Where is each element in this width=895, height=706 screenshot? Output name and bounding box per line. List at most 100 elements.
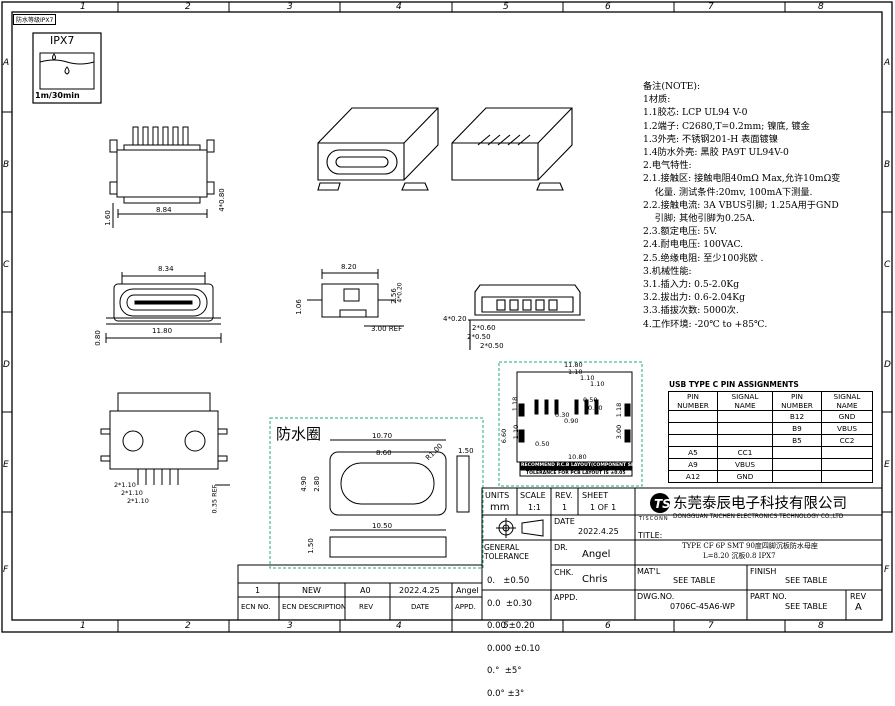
col-label: 7 (708, 621, 714, 631)
dim-label: 10.80 (568, 453, 587, 461)
note-line: 2.4.耐电电压: 100VAC. (643, 239, 744, 251)
dim-label: 1.06 (294, 299, 303, 315)
dim-label: 2.80 (312, 476, 321, 492)
dim-label: 0.30 (555, 411, 570, 419)
rev-row-cell: NEW (302, 586, 321, 595)
top-view (109, 126, 215, 228)
note-line: 3.1.插入力: 0.5-2.0Kg (643, 279, 740, 291)
table-header: SIGNAL NAME (821, 391, 873, 411)
rev-header: DATE (411, 603, 430, 611)
table-cell: B5 (772, 434, 822, 447)
dr-label: DR. (554, 543, 568, 552)
iso-view-3 (468, 284, 585, 350)
col-label: 4 (396, 621, 402, 631)
dim-label: 2*0.50 (480, 342, 504, 350)
iso-view-2 (451, 107, 573, 191)
col-label: 8 (818, 2, 824, 12)
row-label: C (884, 260, 891, 270)
table-cell: GND (821, 410, 873, 423)
dim-label: 1.10 (568, 368, 583, 376)
dim-label: 1.10 (580, 374, 595, 382)
col-label: 1 (80, 621, 86, 631)
dim-label: 4*0.20 (396, 282, 404, 303)
title-line2: L=8.20 沉板0.8 IPX7 (703, 552, 776, 560)
tolerance-line: 0.000 ±0.10 (487, 643, 541, 654)
rev-row-cell: 1 (255, 586, 261, 595)
dim-label: 1.10 (590, 380, 605, 388)
svg-text:TS: TS (654, 497, 671, 511)
row-label: A (3, 58, 10, 68)
scale-value: 1:1 (528, 503, 541, 512)
note-line: 2.1.接触区: 接触电阻40mΩ Max,允许10mΩ变 (643, 173, 841, 185)
table-cell (772, 458, 822, 471)
part-label: PART NO. (750, 592, 787, 601)
rev-value: 1 (562, 503, 568, 512)
table-cell (668, 422, 718, 435)
row-label: A (884, 58, 891, 68)
col-label: 2 (185, 621, 191, 631)
row-label: E (3, 460, 9, 470)
table-header: SIGNAL NAME (717, 391, 773, 411)
row-label: B (3, 160, 10, 170)
tolerance-line: 0.° ±5° (487, 666, 522, 676)
company-name-cn: 东莞泰辰电子科技有限公司 (673, 496, 847, 512)
col-label: 8 (818, 621, 824, 631)
col-label: 2 (185, 2, 191, 12)
note-line: 1.3外壳: 不锈钢201-H 表面镀镍 (643, 133, 778, 145)
row-label: D (884, 360, 891, 370)
table-cell (821, 458, 873, 471)
col-label: 3 (287, 2, 293, 12)
row-label: B (884, 160, 891, 170)
dim-label: 0.80 (588, 404, 603, 412)
row-label: D (3, 360, 10, 370)
tolerance-label: GENERAL TOLERANCE (484, 543, 530, 561)
dim-label: 4*0.20 (443, 315, 467, 323)
table-cell (772, 470, 822, 483)
tolerance-line: 0.00 ±0.20 (487, 621, 535, 631)
col-label: 4 (396, 2, 402, 12)
note-line: 2.2.接触电流: 3A VBUS引脚; 1.25A用于GND (643, 199, 839, 211)
part-value: SEE TABLE (785, 602, 828, 611)
waterproof-ring-detail (269, 417, 484, 569)
stamp-label: 防水等级IPX7 (13, 14, 57, 25)
pcb-caption: RECOMMEND P.C.B LAYOUT(COMPONENT SIDE) (521, 463, 642, 468)
sheet-label: SHEET (582, 491, 609, 500)
dim-label: 8.84 (156, 206, 172, 214)
row-label: C (3, 260, 10, 270)
dim-label: 4*0.80 (217, 188, 226, 212)
dim-label: 1.50 (306, 538, 315, 554)
rev-header: ECN NO. (241, 603, 271, 611)
chk-label: CHK. (554, 568, 574, 577)
dim-label: 8.20 (341, 263, 357, 271)
table-cell: VBUS (821, 422, 873, 435)
table-cell (717, 434, 773, 447)
table-cell (668, 434, 718, 447)
note-line: 1.4防水外壳: 黑胶 PA9T UL94V-0 (643, 147, 789, 159)
col-label: 6 (605, 621, 611, 631)
table-cell: CC1 (717, 446, 773, 459)
note-line: 化量. 测试条件:20mv, 100mA下测量. (643, 186, 813, 198)
dim-label: 6.60 (500, 428, 509, 444)
row-label: F (884, 565, 890, 575)
dim-label: 10.50 (372, 522, 393, 530)
table-cell (821, 446, 873, 459)
table-cell: A5 (668, 446, 718, 459)
table-cell: B12 (772, 410, 822, 423)
note-line: 1材质: (643, 94, 671, 106)
dwg-label: DWG.NO. (637, 592, 675, 601)
logo-caption: TISCONN (639, 516, 669, 522)
rev-header: ECN DESCRIPTION (282, 603, 347, 611)
table-header: PIN NUMBER (772, 391, 822, 411)
dim-label: 8.60 (376, 449, 392, 457)
matl-label: MAT'L (637, 567, 661, 576)
table-cell (821, 470, 873, 483)
rev2-value: A (855, 602, 862, 613)
note-line: 1.2端子: C2680,T=0.2mm; 镍底, 镀金 (643, 120, 810, 132)
side-view (307, 269, 404, 327)
table-cell: CC2 (821, 434, 873, 447)
company-name-en: DONGGUAN TAICHEN ELECTRONICS TECHNOLOGY … (673, 514, 844, 520)
note-line: 2.3.额定电压: 5V. (643, 226, 718, 238)
units-value: mm (490, 502, 510, 513)
